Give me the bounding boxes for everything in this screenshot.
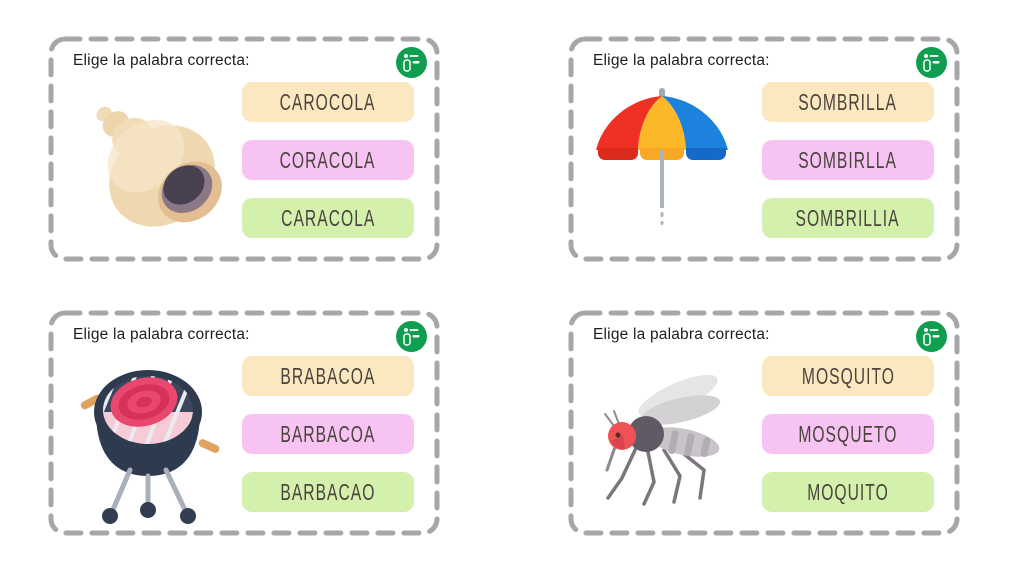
option-label: SOMBRILLA xyxy=(798,88,898,115)
brand-badge-icon xyxy=(916,321,947,352)
mosquito-image xyxy=(604,374,721,506)
brand-badge-icon xyxy=(396,47,427,78)
brand-badge-icon xyxy=(916,47,947,78)
dashed-border xyxy=(568,310,960,536)
option-label: MOSQUITO xyxy=(801,362,895,389)
option-button-2[interactable]: MOSQUETO xyxy=(762,414,934,454)
option-list: MOSQUITO MOSQUETO MOQUITO xyxy=(762,356,934,512)
barbecue-grill-image xyxy=(80,370,220,524)
option-button-3[interactable]: BARBACAO xyxy=(242,472,414,512)
seashell-image xyxy=(96,106,222,227)
prompt-text: Elige la palabra correcta: xyxy=(73,326,250,343)
option-button-1[interactable]: SOMBRILLA xyxy=(762,82,934,122)
option-list: SOMBRILLA SOMBIRLLA SOMBRILLIA xyxy=(762,82,934,238)
option-button-1[interactable]: MOSQUITO xyxy=(762,356,934,396)
option-label: SOMBRILLIA xyxy=(795,204,901,231)
option-label: SOMBIRLLA xyxy=(798,146,898,173)
prompt-text: Elige la palabra correcta: xyxy=(593,326,770,343)
flashcard-mosquito: Elige la palabra correcta: xyxy=(568,310,960,536)
option-button-3[interactable]: CARACOLA xyxy=(242,198,414,238)
option-button-2[interactable]: BARBACOA xyxy=(242,414,414,454)
brand-badge-icon xyxy=(396,321,427,352)
option-button-1[interactable]: BRABACOA xyxy=(242,356,414,396)
dashed-border xyxy=(568,36,960,262)
option-button-1[interactable]: CAROCOLA xyxy=(242,82,414,122)
prompt-text: Elige la palabra correcta: xyxy=(73,52,250,69)
prompt-text: Elige la palabra correcta: xyxy=(593,52,770,69)
option-list: BRABACOA BARBACOA BARBACAO xyxy=(242,356,414,512)
flashcard-caracola: Elige la palabra correcta: CAROCOLA CORA… xyxy=(48,36,440,262)
option-label: CARACOLA xyxy=(280,204,376,231)
option-label: BARBACOA xyxy=(280,420,376,447)
flashcard-sombrilla: Elige la palabra correcta: SOMBRILLA SOM… xyxy=(568,36,960,262)
option-button-2[interactable]: SOMBIRLLA xyxy=(762,140,934,180)
option-label: BARBACAO xyxy=(280,478,376,505)
option-label: MOSQUETO xyxy=(798,420,898,447)
umbrella-image xyxy=(596,88,728,225)
option-label: BRABACOA xyxy=(280,362,376,389)
option-label: CAROCOLA xyxy=(280,88,376,115)
option-label: MOQUITO xyxy=(807,478,889,505)
dashed-border xyxy=(48,310,440,536)
option-label: CORACOLA xyxy=(280,146,376,173)
dashed-border xyxy=(48,36,440,262)
flashcard-barbacoa: Elige la palabra correcta: xyxy=(48,310,440,536)
option-button-2[interactable]: CORACOLA xyxy=(242,140,414,180)
option-button-3[interactable]: SOMBRILLIA xyxy=(762,198,934,238)
option-button-3[interactable]: MOQUITO xyxy=(762,472,934,512)
option-list: CAROCOLA CORACOLA CARACOLA xyxy=(242,82,414,238)
